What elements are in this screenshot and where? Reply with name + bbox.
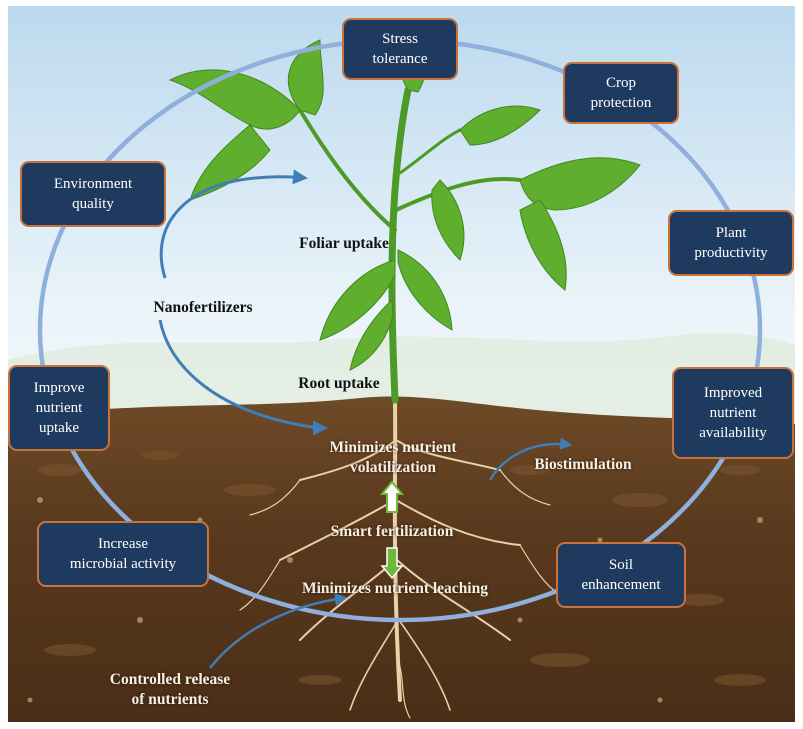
stress-tolerance-box: Stress tolerance [342,18,458,80]
root-uptake-label: Root uptake [298,375,380,392]
nanofertilizers-label: Nanofertilizers [153,299,253,316]
crop-protection-box: Crop protection [563,62,679,124]
improve-nutrient-uptake-box: Improve nutrient uptake [8,365,110,451]
foliar-uptake-label: Foliar uptake [299,235,389,252]
controlled-release-arrow [209,593,348,669]
root-arrow [158,319,328,436]
controlled-release-label: Controlled release of nutrients [109,671,231,708]
minimizes-leaching-label: Minimizes nutrient leaching [302,580,488,597]
down-arrow-icon [380,547,404,580]
biostimulation-label: Biostimulation [534,456,632,473]
soil-pebbles [27,497,763,703]
soil-enhancement-box: Soil enhancement [556,542,686,608]
up-arrow-icon [379,480,405,513]
plant-productivity-box: Plant productivity [668,210,794,276]
environment-quality-box: Environment quality [20,161,166,227]
foliar-arrow [159,169,308,279]
soil-ground [8,396,795,722]
increase-microbial-activity-box: Increase microbial activity [37,521,209,587]
minimizes-volatilization-label: Minimizes nutrient volatilization [329,439,457,476]
smart-fertilization-label: Smart fertilization [330,523,454,540]
improved-nutrient-availability-box: Improved nutrient availability [672,367,794,459]
biostimulation-arrow [488,437,573,481]
plant-stem [298,86,522,404]
